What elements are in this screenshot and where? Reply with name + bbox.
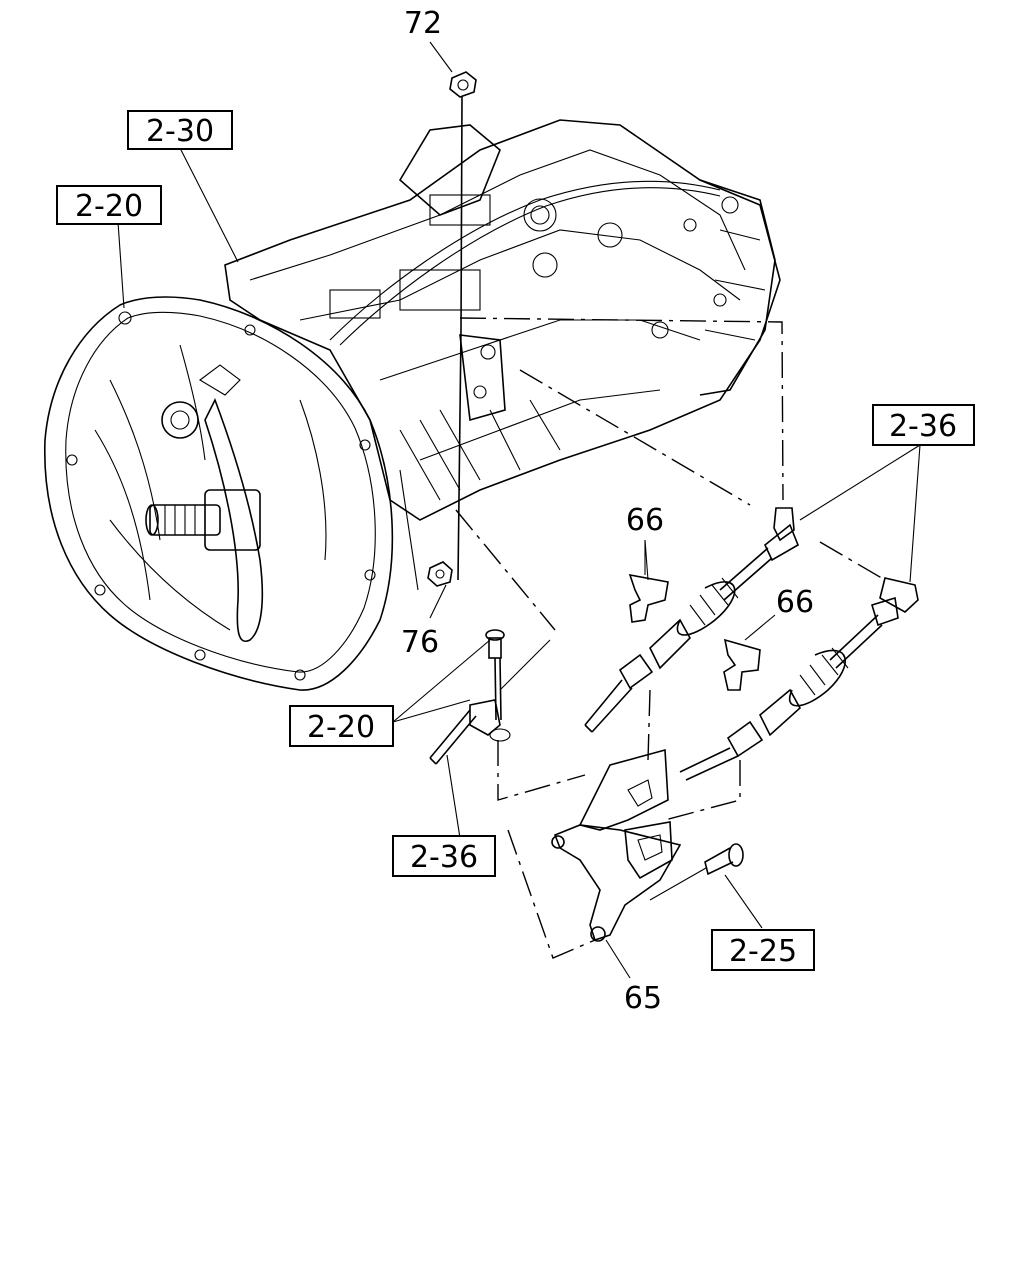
nut-72 bbox=[449, 71, 477, 581]
centerline-7 bbox=[664, 760, 741, 821]
part-number-72[interactable]: 72 bbox=[404, 6, 442, 41]
ref-box-2-20-mid[interactable]: 2-20 bbox=[289, 705, 394, 747]
bolt-2-25 bbox=[649, 843, 744, 901]
shift-cable-upper bbox=[584, 507, 800, 733]
part-number-66-left[interactable]: 66 bbox=[626, 503, 664, 538]
ref-box-2-36-bottom[interactable]: 2-36 bbox=[392, 835, 496, 877]
nut-76 bbox=[427, 561, 453, 619]
ref-label-2-20-mid: 2-20 bbox=[307, 710, 375, 745]
centerline-1 bbox=[459, 317, 784, 501]
centerline-3 bbox=[455, 509, 556, 631]
leader-2-36-right-a bbox=[799, 444, 921, 521]
centerline-8 bbox=[507, 829, 596, 959]
centerline-4 bbox=[819, 541, 886, 581]
leader-2-36-bottom bbox=[446, 754, 461, 839]
shift-cable-lower bbox=[679, 577, 919, 781]
ref-label-2-20-top: 2-20 bbox=[75, 189, 143, 224]
bolt-and-rod bbox=[429, 629, 551, 765]
leader-2-25 bbox=[724, 874, 763, 929]
bracket-65 bbox=[551, 748, 682, 942]
ref-label-2-25: 2-25 bbox=[729, 934, 797, 969]
leader-65 bbox=[605, 939, 631, 979]
leader-2-36-right-b bbox=[909, 444, 921, 583]
clip-66-left bbox=[628, 539, 669, 623]
leader-ref2-30-line bbox=[399, 469, 419, 591]
ref-label-2-30: 2-30 bbox=[146, 114, 214, 149]
clip-66-right bbox=[723, 614, 776, 691]
part-number-66-right[interactable]: 66 bbox=[776, 585, 814, 620]
centerline-6 bbox=[497, 740, 586, 801]
leader-2-20-mid-b bbox=[392, 699, 471, 723]
ref-label-2-36-bottom: 2-36 bbox=[410, 840, 478, 875]
ref-box-2-36-right[interactable]: 2-36 bbox=[872, 404, 975, 446]
ref-label-2-36-right: 2-36 bbox=[889, 409, 957, 444]
centerline-2 bbox=[519, 369, 751, 506]
leader-2-20-top bbox=[117, 221, 125, 309]
leader-2-30 bbox=[179, 147, 239, 263]
ref-box-2-30[interactable]: 2-30 bbox=[127, 110, 233, 150]
part-number-65[interactable]: 65 bbox=[624, 981, 662, 1016]
leader-2-20-mid-a bbox=[392, 639, 491, 723]
ref-box-2-25[interactable]: 2-25 bbox=[711, 929, 815, 971]
ref-box-2-20-top[interactable]: 2-20 bbox=[56, 185, 162, 225]
part-number-76[interactable]: 76 bbox=[401, 625, 439, 660]
centerline-5 bbox=[647, 689, 651, 761]
transmission-assembly bbox=[44, 119, 781, 691]
leader-72 bbox=[429, 41, 453, 73]
